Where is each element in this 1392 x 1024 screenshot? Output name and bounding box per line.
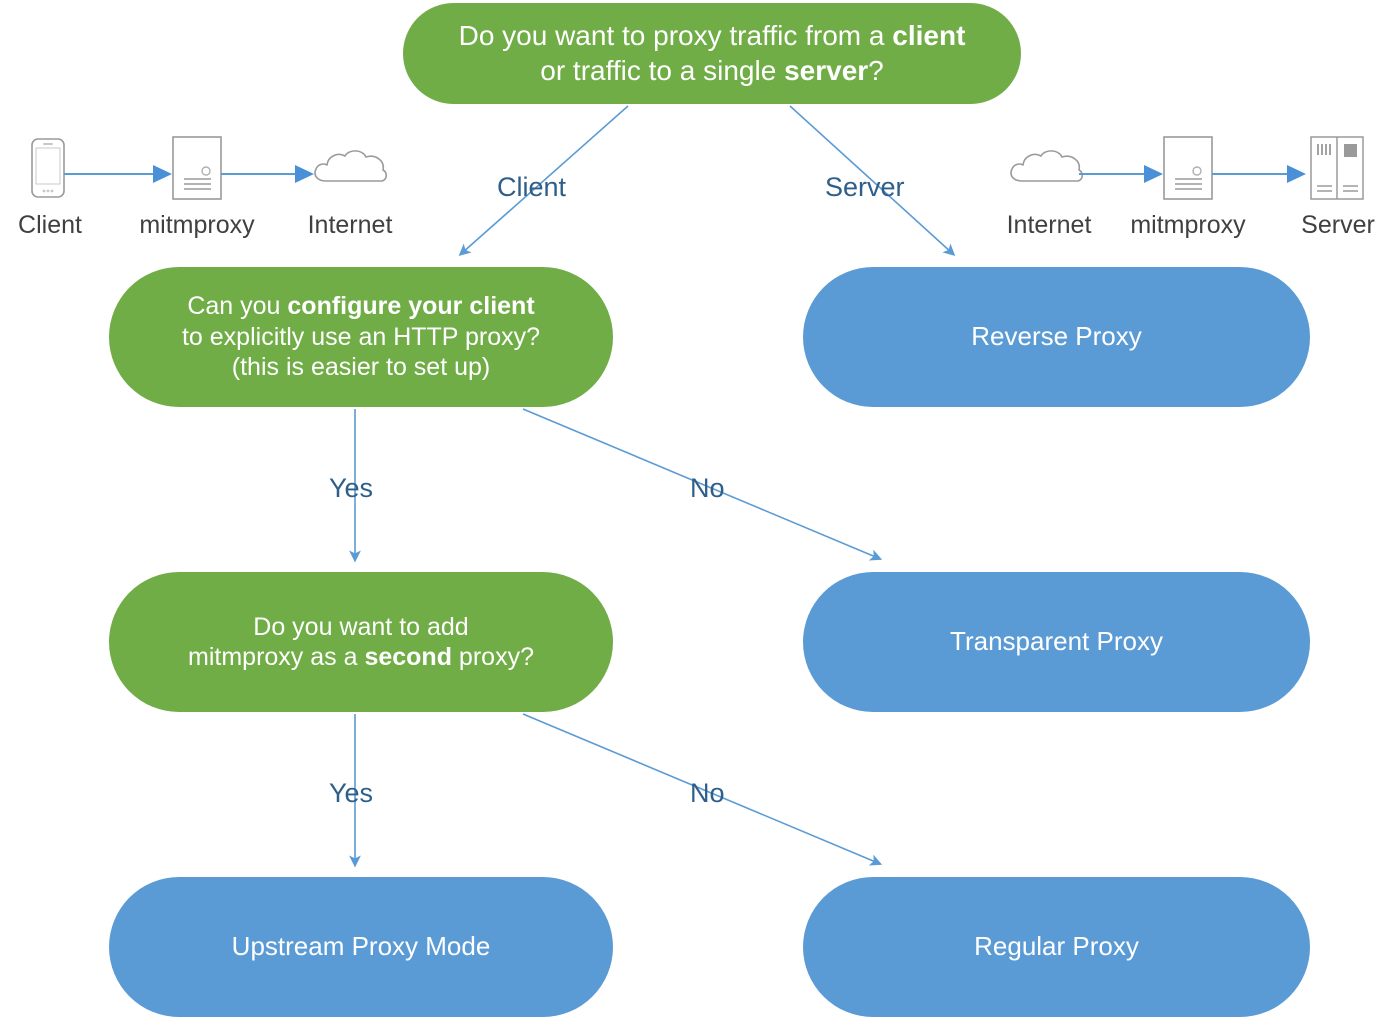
node-root-label: Do you want to proxy traffic from a clie… bbox=[458, 20, 966, 86]
edge-label-server: Server bbox=[825, 172, 905, 202]
node-upstream-proxy-mode[interactable]: Upstream Proxy Mode bbox=[109, 877, 613, 1017]
caption-client: Client bbox=[18, 211, 82, 239]
edge-label-client: Client bbox=[497, 172, 567, 202]
node-transparent-proxy-label: Transparent Proxy bbox=[950, 626, 1163, 657]
illustration-client-to-internet: Client mitmproxy Internet bbox=[6, 133, 398, 243]
node-regular-proxy[interactable]: Regular Proxy bbox=[803, 877, 1310, 1017]
edge-label-no-second: No bbox=[690, 778, 725, 808]
caption-internet-left: Internet bbox=[307, 211, 393, 239]
caption-mitmproxy-left: mitmproxy bbox=[139, 211, 255, 239]
arrow-right-icon-3 bbox=[1079, 165, 1163, 183]
node-reverse-proxy[interactable]: Reverse Proxy bbox=[803, 267, 1310, 407]
caption-server: Server bbox=[1301, 211, 1375, 239]
edge-label-no-configure: No bbox=[690, 473, 725, 503]
edge-label-yes-second: Yes bbox=[329, 778, 374, 808]
node-regular-proxy-label: Regular Proxy bbox=[974, 931, 1139, 962]
cloud-icon-right bbox=[1010, 150, 1084, 182]
node-root-question[interactable]: Do you want to proxy traffic from a clie… bbox=[403, 3, 1021, 104]
node-reverse-proxy-label: Reverse Proxy bbox=[971, 321, 1142, 352]
phone-icon bbox=[31, 138, 65, 198]
document-server-icon-right bbox=[1163, 136, 1213, 200]
arrow-right-icon-2 bbox=[221, 165, 314, 183]
edge-label-yes-configure: Yes bbox=[329, 473, 374, 503]
caption-internet-right: Internet bbox=[1006, 211, 1092, 239]
arrow-right-icon-4 bbox=[1212, 165, 1306, 183]
server-rack-icon bbox=[1310, 136, 1364, 200]
document-server-icon-left bbox=[172, 136, 222, 200]
illustration-internet-to-server: Internet mitmproxy Server bbox=[993, 133, 1385, 243]
cloud-icon-left bbox=[314, 150, 388, 182]
node-upstream-proxy-mode-label: Upstream Proxy Mode bbox=[231, 931, 491, 962]
caption-mitmproxy-right: mitmproxy bbox=[1130, 211, 1246, 239]
node-transparent-proxy[interactable]: Transparent Proxy bbox=[803, 572, 1310, 712]
arrow-right-icon-1 bbox=[64, 165, 172, 183]
